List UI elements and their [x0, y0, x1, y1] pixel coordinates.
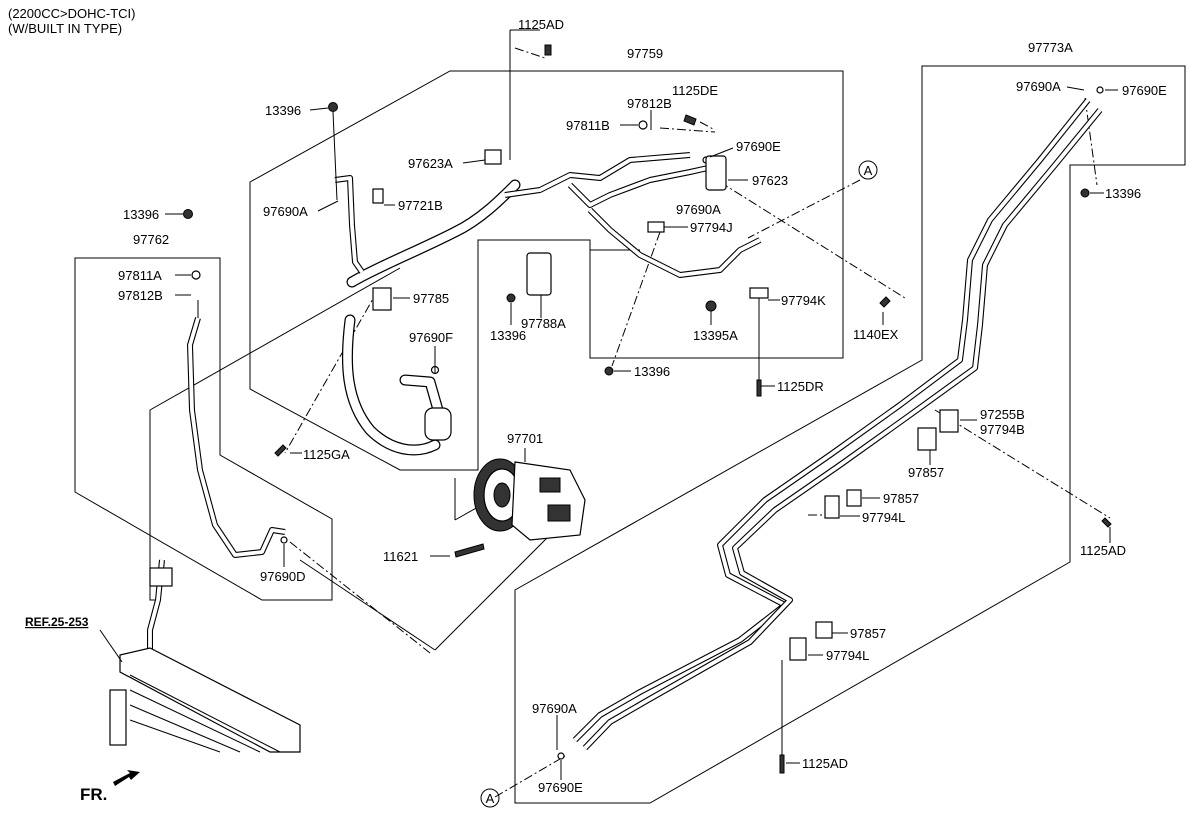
label-97690A-right: 97690A	[1016, 79, 1061, 94]
label-connectors	[165, 86, 1118, 780]
reference-label: REF.25-253	[25, 615, 89, 629]
label-97721B: 97721B	[398, 198, 443, 213]
label-97762: 97762	[133, 232, 169, 247]
dashed-leaders	[284, 47, 1111, 798]
label-97773A: 97773A	[1028, 40, 1073, 55]
type-spec: (W/BUILT IN TYPE)	[8, 21, 123, 36]
label-1125AD-top: 1125AD	[518, 17, 564, 32]
view-marker-a-bottom: A	[480, 788, 500, 808]
label-97788A: 97788A	[521, 316, 566, 331]
label-97623A: 97623A	[408, 156, 453, 171]
label-97690A-bottom: 97690A	[532, 701, 577, 716]
label-97857-c: 97857	[850, 626, 886, 641]
liquid-pipe-97762	[147, 317, 286, 660]
label-1125DR: 1125DR	[777, 379, 824, 394]
label-97857-b: 97857	[883, 491, 919, 506]
view-marker-a-bottom-text: A	[486, 791, 495, 806]
label-97690D: 97690D	[260, 569, 306, 584]
long-pipe-97773A	[572, 98, 1103, 751]
label-97857-a: 97857	[908, 465, 944, 480]
label-13396-a: 13396	[265, 103, 301, 118]
view-marker-a-top: A	[858, 160, 878, 180]
label-97690E-right: 97690E	[1122, 83, 1167, 98]
front-arrow-icon	[113, 770, 140, 786]
label-11621: 11621	[383, 549, 418, 564]
label-1125AD-right: 1125AD	[1080, 543, 1126, 558]
label-97690E-upper: 97690E	[736, 139, 781, 154]
label-97794J: 97794J	[690, 220, 733, 235]
condenser	[109, 647, 301, 753]
label-13396-e: 13396	[1105, 186, 1141, 201]
label-97690E-bottom: 97690E	[538, 780, 583, 795]
label-97785: 97785	[413, 291, 449, 306]
label-1125DE: 1125DE	[672, 83, 718, 98]
engine-spec: (2200CC>DOHC-TCI)	[8, 6, 136, 21]
discharge-hose-97759	[341, 179, 521, 456]
compressor-97701	[473, 458, 586, 541]
small-parts	[149, 44, 1112, 774]
front-indicator: FR.	[80, 785, 107, 804]
label-13396-c: 13396	[634, 364, 670, 379]
label-13396-b: 13396	[490, 328, 526, 343]
label-13396-d: 13396	[123, 207, 159, 222]
group-box-97762	[74, 257, 333, 601]
diagram-header: (2200CC>DOHC-TCI) (W/BUILT IN TYPE)	[8, 6, 136, 36]
group-box-97759	[249, 70, 844, 471]
label-97794B: 97794B	[980, 422, 1025, 437]
part-labels: 1125AD 97759 1125DE 97812B 97811B 97690E…	[118, 17, 1167, 795]
label-97794L-lower: 97794L	[826, 648, 869, 663]
suction-pipe-97759	[334, 152, 762, 278]
label-97701: 97701	[507, 431, 543, 446]
label-97690A-mid: 97690A	[676, 202, 721, 217]
label-1140EX: 1140EX	[853, 327, 899, 342]
label-97255B: 97255B	[980, 407, 1025, 422]
label-1125AD-bottom: 1125AD	[802, 756, 848, 771]
view-marker-a-top-text: A	[864, 163, 873, 178]
group-box-97773A	[514, 65, 1186, 804]
label-1125GA: 1125GA	[303, 447, 350, 462]
label-97811A: 97811A	[118, 268, 162, 283]
label-13395A: 13395A	[693, 328, 738, 343]
label-97811B: 97811B	[566, 118, 610, 133]
label-97794L-upper: 97794L	[862, 510, 905, 525]
label-97690F: 97690F	[409, 330, 453, 345]
label-97623: 97623	[752, 173, 788, 188]
label-97690A-left: 97690A	[263, 204, 308, 219]
muffler-97759	[399, 374, 452, 441]
label-97759: 97759	[627, 46, 663, 61]
label-97794K: 97794K	[781, 293, 826, 308]
label-97812B-lower: 97812B	[118, 288, 163, 303]
label-97812B-upper: 97812B	[627, 96, 672, 111]
